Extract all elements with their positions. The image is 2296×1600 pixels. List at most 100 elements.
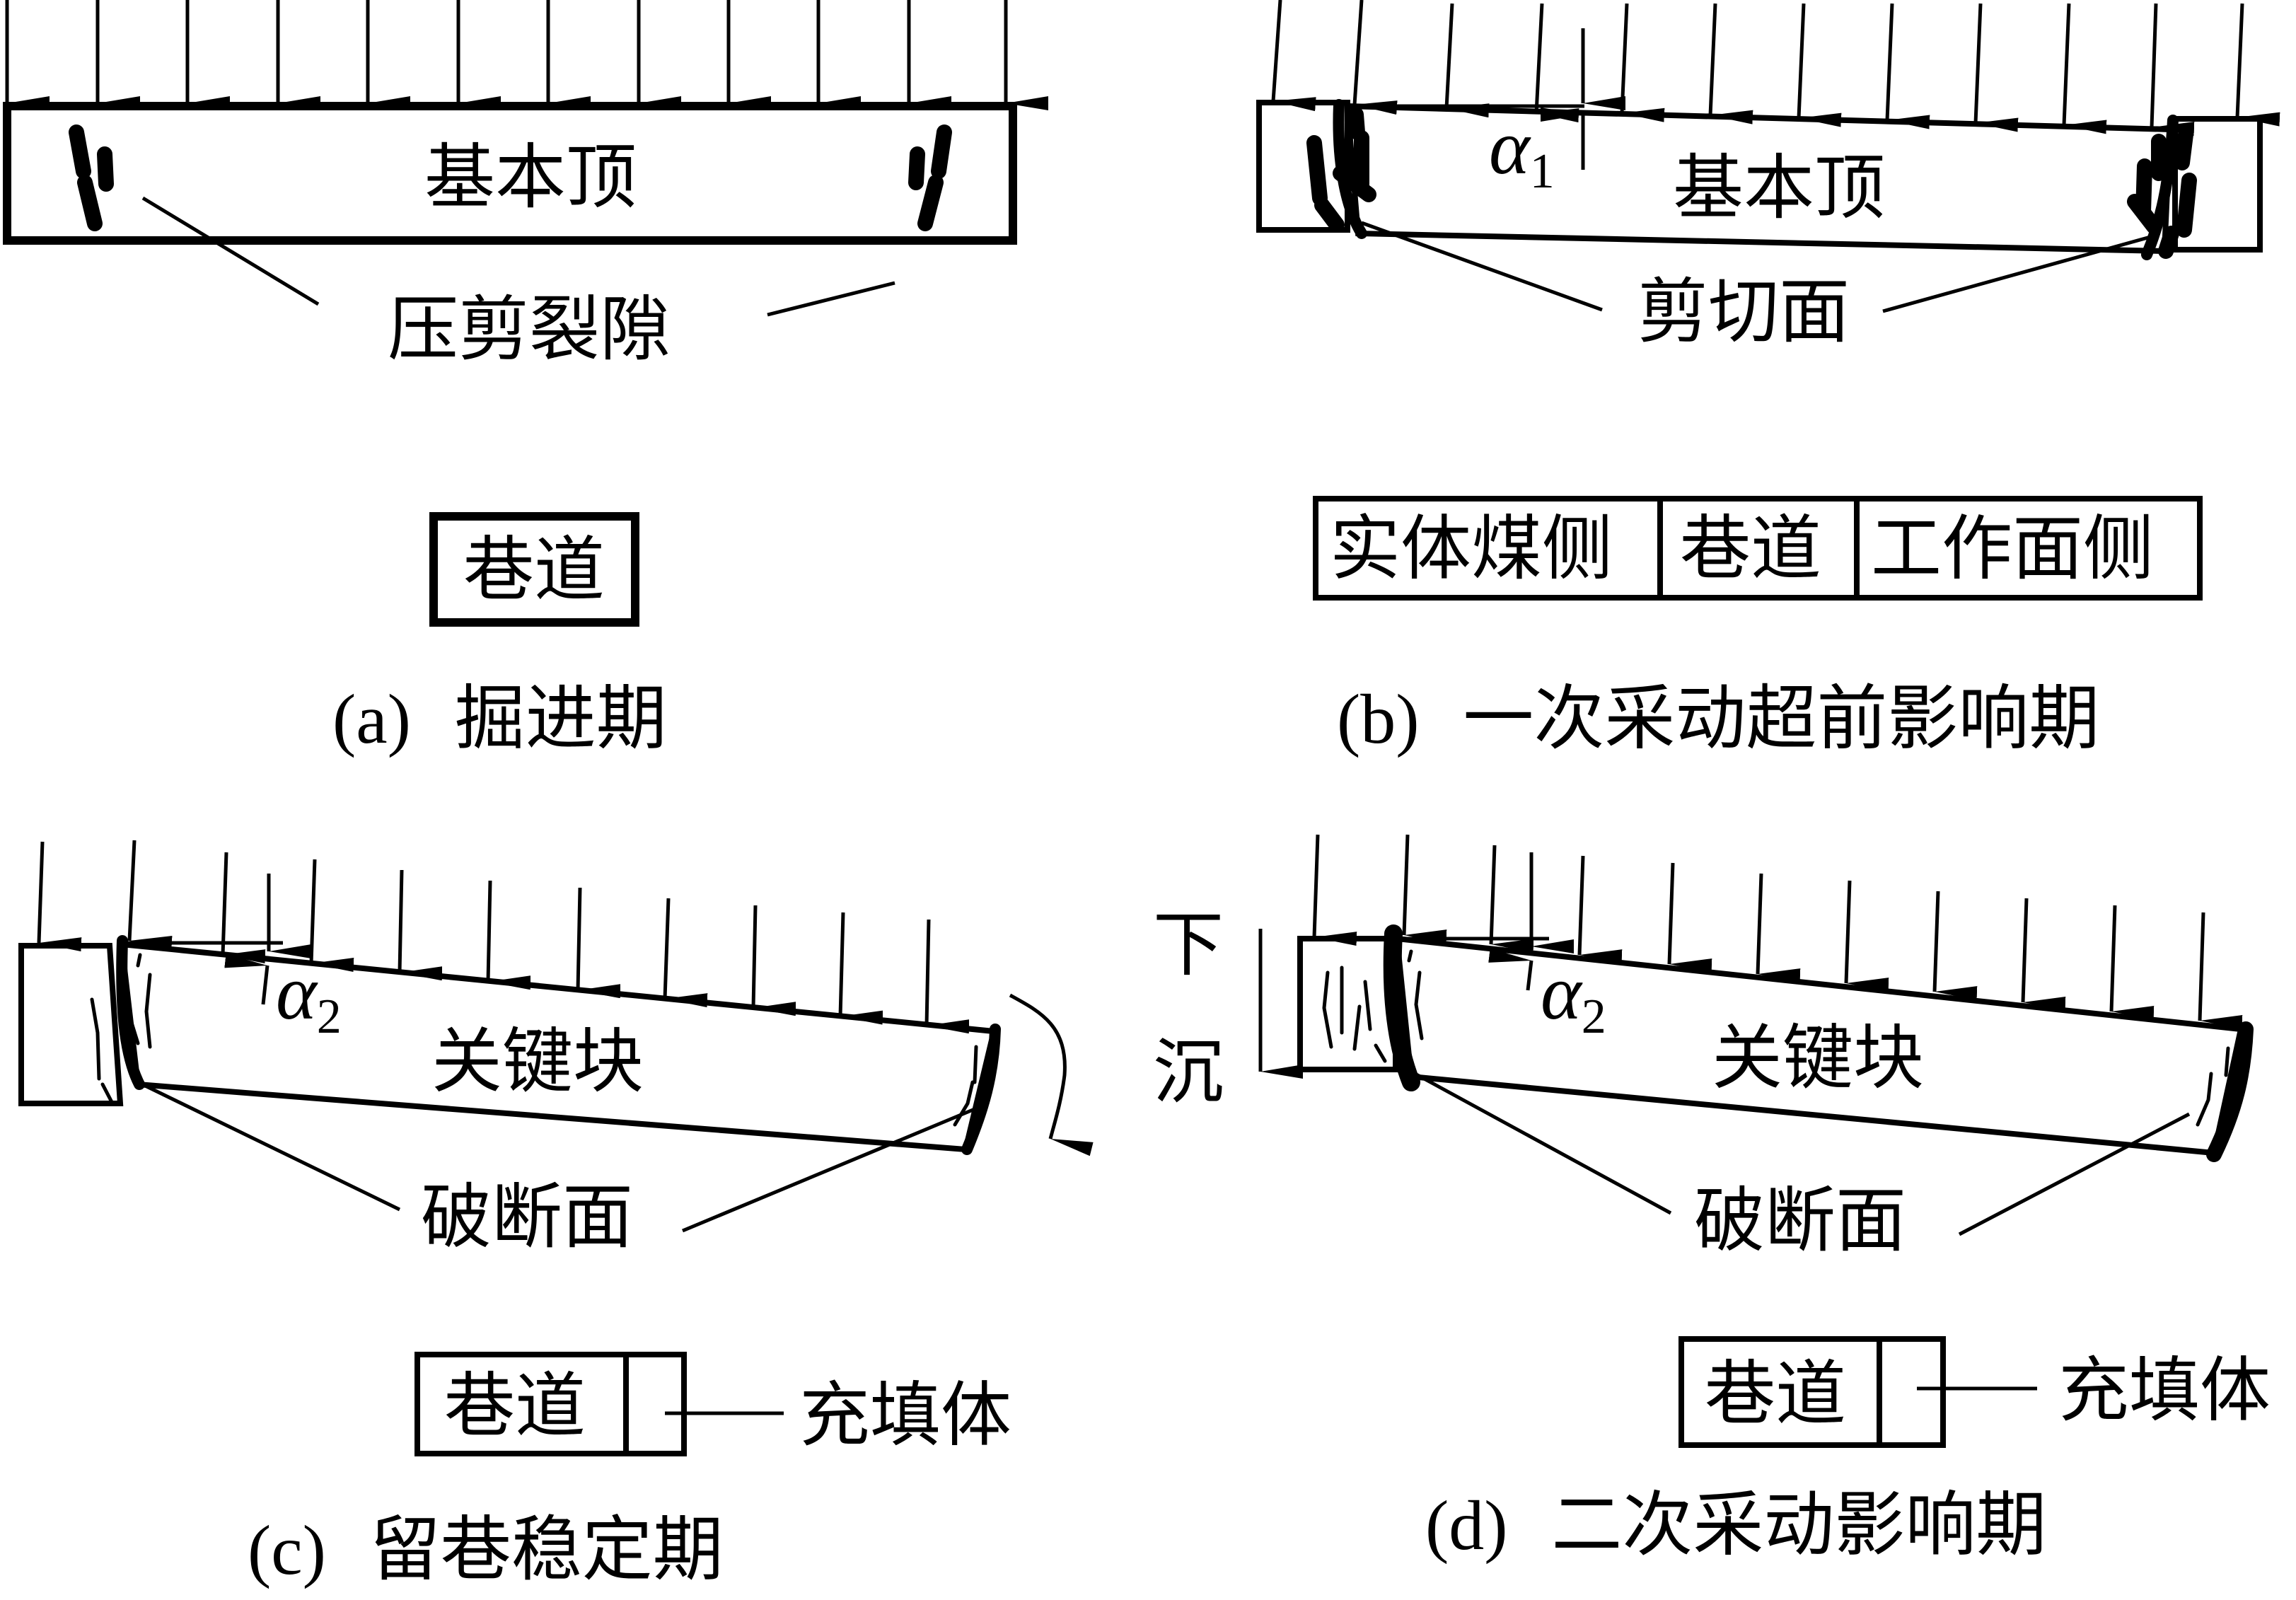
fracture-plane-left xyxy=(116,935,145,1090)
solid-coal-side-block xyxy=(1256,100,1350,233)
load-arrow xyxy=(1885,3,1930,129)
load-arrow xyxy=(2021,898,2066,1011)
filling-body xyxy=(623,1352,687,1456)
panel-c: α2 关键块 破断面 巷道 充填体 (c) 留巷稳定期 xyxy=(18,840,1094,1591)
working-face-side-block xyxy=(2172,116,2263,253)
tunnel-box xyxy=(429,512,639,627)
tunnel-label: 巷道 xyxy=(444,1364,586,1447)
leader-line xyxy=(767,281,895,317)
load-arrow xyxy=(221,852,266,964)
panel-d: 下 沉 α2 关键块 破断面 xyxy=(1153,834,2271,1566)
compression-shear-cracks-left xyxy=(69,124,114,231)
caption-letter: (a) xyxy=(332,680,411,758)
block-label: 基本顶 xyxy=(1673,146,1885,229)
panel-b: α1 基本顶 剪切面 实体煤侧 巷道 工作面侧 (b) 一次采动超前影响期 xyxy=(1256,0,2280,760)
leader-line xyxy=(682,1105,980,1233)
load-arrow xyxy=(1402,834,1447,944)
angle-alpha2: α2 xyxy=(276,949,342,1044)
subsidence-label-1: 下 xyxy=(1153,903,1224,986)
load-arrow xyxy=(2198,912,2243,1029)
load-arrow xyxy=(1352,0,1398,115)
angle-alpha1: α1 xyxy=(1489,104,1555,199)
filling-body xyxy=(1877,1336,1946,1448)
strip-cell-solid-coal: 实体煤侧 xyxy=(1330,507,1613,590)
block-fissures-left xyxy=(1407,949,1424,1040)
subsidence-label-2: 沉 xyxy=(1153,1031,1224,1113)
load-arrow xyxy=(1844,880,1889,992)
block-fissures-right xyxy=(2196,1046,2230,1127)
load-arrows xyxy=(1271,0,2280,137)
coal-pillar-block xyxy=(18,943,124,1106)
tunnel-label: 巷道 xyxy=(1705,1352,1846,1435)
load-arrow xyxy=(1620,3,1665,122)
block-fissures-left xyxy=(127,953,152,1049)
load-arrow xyxy=(576,887,621,999)
leader-line xyxy=(1410,1069,1672,1215)
caption: (a) 掘进期 xyxy=(332,677,667,760)
load-arrows xyxy=(37,840,970,1034)
fracture-plane-label: 破断面 xyxy=(1694,1179,1906,1262)
load-arrow xyxy=(924,919,970,1034)
caption-text: 二次采动影响期 xyxy=(1551,1483,2046,1566)
position-strip: 实体煤侧 巷道 工作面侧 xyxy=(1313,496,2203,601)
compression-shear-cracks-right xyxy=(908,124,952,231)
load-arrow xyxy=(2150,3,2195,137)
pillar-fissures xyxy=(1322,966,1387,1063)
block-label: 基本顶 xyxy=(424,136,637,219)
strip-cell-working-face: 工作面侧 xyxy=(1871,507,2154,590)
angle-arrow-up xyxy=(1488,948,1533,991)
load-arrow xyxy=(2109,905,2155,1020)
caption-letter: (b) xyxy=(1337,680,1420,758)
load-arrow xyxy=(1667,862,1712,973)
leader-line xyxy=(1882,235,2151,313)
load-arrow xyxy=(1797,3,1842,127)
load-arrow xyxy=(1708,3,1753,124)
caption: (b) 一次采动超前影响期 xyxy=(1337,677,2099,760)
leader-line xyxy=(141,196,320,306)
fracture-plane-right xyxy=(2206,1021,2254,1162)
caption-text: 一次采动超前影响期 xyxy=(1463,677,2099,760)
block-fissures-right xyxy=(953,1045,978,1127)
rotation-arrow xyxy=(1009,993,1094,1156)
load-arrow xyxy=(1312,834,1357,946)
block-label: 关键块 xyxy=(1712,1016,1924,1099)
fracture-plane-right xyxy=(961,1024,1001,1155)
load-arrow xyxy=(1756,873,1801,983)
caption: (c) 留巷稳定期 xyxy=(248,1508,724,1591)
strip-cell-tunnel: 巷道 xyxy=(1680,507,1821,590)
filling-body-label: 充填体 xyxy=(799,1374,1011,1456)
load-arrow xyxy=(2062,3,2107,134)
load-arrow xyxy=(663,898,708,1008)
load-arrow xyxy=(486,880,531,990)
tunnel-label: 巷道 xyxy=(463,528,605,611)
load-arrow xyxy=(1932,891,1978,1001)
pillar-fissures xyxy=(90,997,114,1104)
load-arrow xyxy=(398,869,443,981)
shear-plane-left xyxy=(1306,99,1376,239)
load-arrow xyxy=(838,912,883,1025)
load-arrow xyxy=(1444,3,1490,118)
load-arrow xyxy=(751,905,796,1016)
fracture-plane-label: 破断面 xyxy=(421,1176,633,1258)
load-arrow xyxy=(1577,855,1623,964)
load-arrow xyxy=(1973,3,2019,132)
caption-text: 留巷稳定期 xyxy=(370,1508,724,1591)
caption-letter: (d) xyxy=(1425,1486,1508,1565)
caption: (d) 二次采动影响期 xyxy=(1425,1483,2046,1566)
angle-alpha2: α2 xyxy=(1541,949,1606,1044)
load-arrow xyxy=(1271,0,1316,112)
shear-plane-label: 剪切面 xyxy=(1637,270,1850,353)
caption-text: 掘进期 xyxy=(455,677,667,760)
load-arrows xyxy=(5,0,1048,110)
load-arrow xyxy=(1534,3,1579,123)
caption-letter: (c) xyxy=(248,1511,326,1589)
load-arrow xyxy=(2235,3,2280,127)
filling-body-label: 充填体 xyxy=(2058,1349,2271,1432)
leader-line xyxy=(137,1080,401,1212)
block-label: 关键块 xyxy=(431,1020,644,1103)
leader-line xyxy=(1958,1112,2191,1236)
angle-arrow-up xyxy=(224,953,269,1005)
panel-a: 基本顶 压剪裂隙 巷道 (a) 掘进期 xyxy=(3,0,1048,760)
load-arrow xyxy=(1489,845,1534,953)
